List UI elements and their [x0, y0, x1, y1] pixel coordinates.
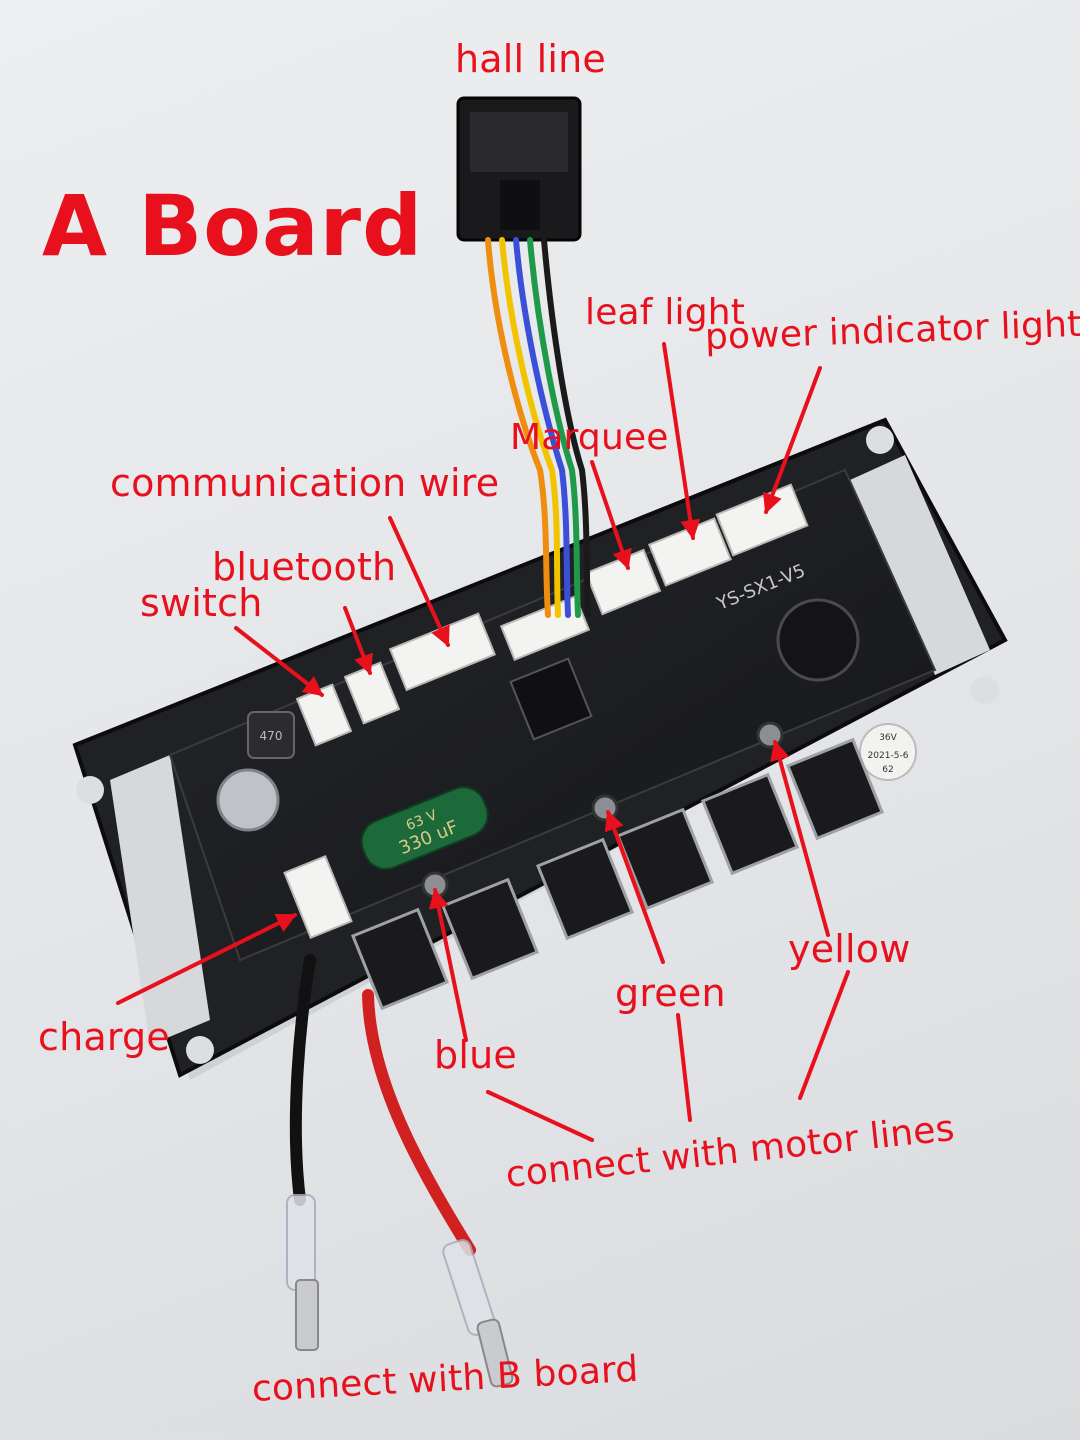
arrow-bluetooth — [343, 606, 373, 675]
mosfets — [350, 737, 885, 1011]
label-bluetooth: bluetooth — [212, 545, 397, 589]
arrow-marquee — [590, 460, 632, 570]
hall-wires — [485, 237, 591, 618]
label-communication-wire: communication wire — [110, 461, 500, 505]
wire-yellow — [499, 237, 561, 618]
mount-hole — [186, 1036, 214, 1064]
label-green: green — [615, 971, 726, 1015]
annotation-arrows — [116, 342, 830, 1042]
label-charge: charge — [38, 1015, 170, 1059]
sticker-date: 2021-5-6 — [868, 751, 909, 761]
page-title: A Board — [42, 177, 424, 275]
microcontroller-chip — [509, 657, 593, 741]
wire-power-black — [289, 954, 316, 1206]
leader-blue — [486, 1090, 594, 1142]
power-wires — [289, 954, 476, 1256]
mount-hole — [866, 426, 894, 454]
arrow-charge — [116, 913, 297, 1005]
inductor-marking: 470 — [260, 729, 283, 743]
mosfet — [700, 772, 800, 876]
charge-connector — [283, 855, 353, 939]
arrow-switch — [234, 626, 324, 697]
yellow-motor-pad — [756, 721, 784, 749]
components: 470 36V 2021-5-6 62 YS-SX1-V5 63 V 330 u… — [216, 560, 917, 1011]
frame-slot-right — [850, 455, 990, 675]
arrow-blue — [428, 888, 468, 1042]
label-switch: switch — [140, 581, 263, 625]
green-motor-pad — [591, 794, 619, 822]
arrow-yellow — [770, 740, 830, 937]
sticker-code: 62 — [882, 765, 893, 775]
sticker — [859, 723, 917, 781]
mount-hole — [971, 676, 999, 704]
wire-green — [527, 237, 581, 618]
label-marquee: Marquee — [510, 417, 669, 458]
motor-line-leaders — [486, 970, 850, 1142]
inductor — [247, 711, 295, 759]
wire-blue — [513, 237, 571, 618]
power-light-connector — [715, 483, 809, 557]
hall-plug — [456, 96, 582, 242]
label-hall-line: hall line — [455, 37, 606, 81]
mosfet — [615, 807, 715, 911]
wire-orange — [485, 237, 551, 618]
mosfet — [440, 877, 540, 981]
arrow-power-light — [762, 366, 822, 514]
label-blue: blue — [434, 1033, 517, 1077]
mount-hole — [76, 776, 104, 804]
wire-power-red — [362, 989, 476, 1256]
leader-yellow — [798, 970, 850, 1100]
electrolytic-capacitor — [216, 768, 280, 832]
arrow-leaf-light — [662, 342, 701, 540]
label-yellow: yellow — [788, 927, 911, 971]
label-leaf-light: leaf light — [585, 292, 746, 333]
connectors — [283, 483, 809, 939]
mosfet — [535, 837, 635, 941]
mosfet — [785, 737, 885, 841]
frame-slot-left — [110, 755, 210, 1045]
mosfet — [350, 907, 450, 1011]
buzzer — [776, 598, 860, 682]
leader-green — [676, 1013, 692, 1122]
terminals — [286, 1194, 514, 1388]
wire-black — [541, 237, 591, 618]
sticker-voltage: 36V — [879, 733, 897, 743]
arrow-green — [604, 810, 665, 964]
arrow-communication — [388, 516, 450, 647]
